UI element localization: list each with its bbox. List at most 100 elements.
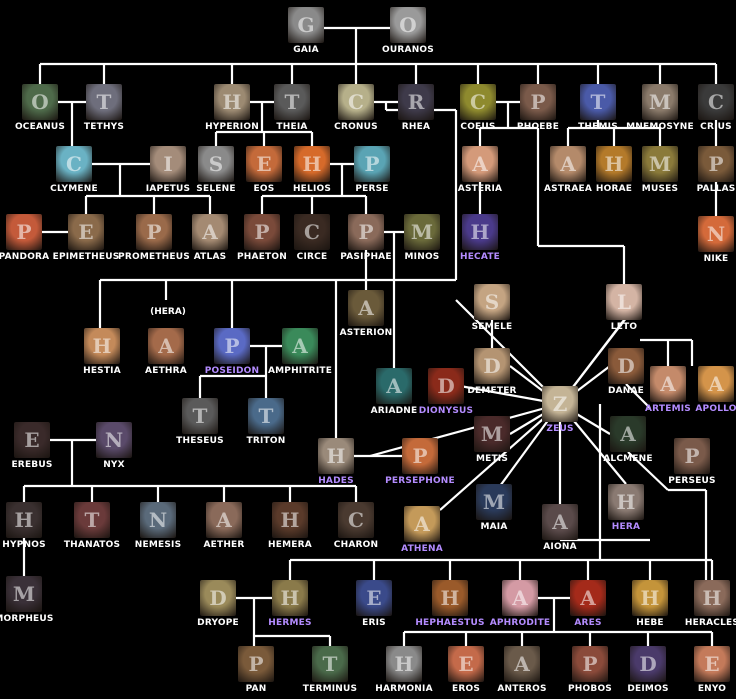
label-hyperion: HYPERION bbox=[205, 122, 259, 132]
label-anteros: ANTEROS bbox=[497, 684, 547, 694]
portrait-eos: E bbox=[246, 146, 282, 182]
portrait-semele: S bbox=[474, 284, 510, 320]
portrait-amphitrite: A bbox=[282, 328, 318, 364]
portrait-initial: P bbox=[530, 90, 546, 114]
portrait-initial: P bbox=[684, 444, 700, 468]
label-coeus: COEUS bbox=[460, 122, 496, 132]
portrait-initial: H bbox=[604, 152, 624, 176]
portrait-hestia: H bbox=[84, 328, 120, 364]
portrait-aiona: A bbox=[542, 504, 578, 540]
portrait-gaia: G bbox=[288, 7, 324, 43]
label-phaeton: PHAETON bbox=[237, 252, 287, 262]
portrait-zeus: Z bbox=[542, 386, 578, 422]
portrait-rhea: R bbox=[398, 84, 434, 120]
label-aethra: AETHRA bbox=[145, 366, 187, 376]
label-hades: HADES bbox=[318, 476, 354, 486]
connector-line bbox=[439, 403, 561, 511]
portrait-initial: D bbox=[639, 652, 657, 676]
portrait-initial: H bbox=[394, 652, 414, 676]
portrait-epimetheus: E bbox=[68, 214, 104, 250]
label-erebus: EREBUS bbox=[11, 460, 53, 470]
label-hestia: HESTIA bbox=[83, 366, 121, 376]
hera-note: (HERA) bbox=[150, 307, 186, 317]
label-themis: THEMIS bbox=[578, 122, 618, 132]
portrait-leto: L bbox=[606, 284, 642, 320]
portrait-heracles: H bbox=[694, 580, 730, 616]
portrait-initial: E bbox=[24, 428, 40, 452]
portrait-iapetus: I bbox=[150, 146, 186, 182]
label-mnemosyne: MNEMOSYNE bbox=[626, 122, 694, 132]
portrait-aether: A bbox=[206, 502, 242, 538]
portrait-helios: H bbox=[294, 146, 330, 182]
portrait-cronus: C bbox=[338, 84, 374, 120]
label-selene: SELENE bbox=[196, 184, 236, 194]
label-phoebe: PHOEBE bbox=[516, 122, 560, 132]
label-helios: HELIOS bbox=[292, 184, 332, 194]
portrait-initial: M bbox=[648, 90, 672, 114]
portrait-initial: P bbox=[364, 152, 380, 176]
portrait-hebe: H bbox=[632, 580, 668, 616]
portrait-initial: M bbox=[410, 220, 434, 244]
portrait-crius: C bbox=[698, 84, 734, 120]
portrait-initial: A bbox=[414, 512, 430, 536]
portrait-initial: A bbox=[358, 296, 374, 320]
portrait-initial: H bbox=[92, 334, 112, 358]
portrait-initial: H bbox=[302, 152, 322, 176]
portrait-initial: E bbox=[704, 652, 720, 676]
portrait-initial: T bbox=[258, 404, 274, 428]
portrait-anteros: A bbox=[504, 646, 540, 682]
label-leto: LETO bbox=[610, 322, 638, 332]
portrait-initial: T bbox=[284, 90, 300, 114]
portrait-initial: T bbox=[96, 90, 112, 114]
portrait-pan: P bbox=[238, 646, 274, 682]
label-theia: THEIA bbox=[276, 122, 308, 132]
portrait-apollo: A bbox=[698, 366, 734, 402]
label-zeus: ZEUS bbox=[546, 424, 574, 434]
portrait-initial: N bbox=[148, 508, 168, 532]
portrait-initial: P bbox=[224, 334, 240, 358]
label-apollo: APOLLO bbox=[695, 404, 736, 414]
portrait-danae: D bbox=[608, 348, 644, 384]
label-dionysus: DIONYSUS bbox=[418, 406, 474, 416]
label-alcmene: ALCMENE bbox=[603, 454, 653, 464]
label-danae: DANAE bbox=[607, 386, 645, 396]
label-aiona: AIONA bbox=[543, 542, 577, 552]
portrait-initial: M bbox=[480, 422, 504, 446]
portrait-initial: A bbox=[660, 372, 676, 396]
label-nyx: NYX bbox=[103, 460, 125, 470]
label-harmonia: HARMONIA bbox=[375, 684, 433, 694]
portrait-dryope: D bbox=[200, 580, 236, 616]
label-metis: METIS bbox=[475, 454, 509, 464]
label-astraea: ASTRAEA bbox=[544, 184, 592, 194]
label-hemera: HEMERA bbox=[268, 540, 312, 550]
portrait-dionysus: D bbox=[428, 368, 464, 404]
portrait-coeus: C bbox=[460, 84, 496, 120]
portrait-harmonia: H bbox=[386, 646, 422, 682]
portrait-initial: H bbox=[640, 586, 660, 610]
label-hermes: HERMES bbox=[268, 618, 312, 628]
portrait-initial: P bbox=[358, 220, 374, 244]
label-asteria: ASTERIA bbox=[457, 184, 503, 194]
portrait-initial: M bbox=[648, 152, 672, 176]
portrait-initial: H bbox=[222, 90, 242, 114]
label-persephone: PERSEPHONE bbox=[385, 476, 455, 486]
portrait-initial: D bbox=[209, 586, 227, 610]
portrait-persephone: P bbox=[402, 438, 438, 474]
portrait-ares: A bbox=[570, 580, 606, 616]
portrait-initial: S bbox=[484, 290, 500, 314]
label-circe: CIRCE bbox=[296, 252, 328, 262]
portrait-initial: T bbox=[84, 508, 100, 532]
portrait-initial: A bbox=[552, 510, 568, 534]
label-morpheus: MORPHEUS bbox=[0, 614, 54, 624]
portrait-initial: P bbox=[16, 220, 32, 244]
portrait-initial: C bbox=[66, 152, 82, 176]
portrait-hemera: H bbox=[272, 502, 308, 538]
portrait-initial: H bbox=[616, 490, 636, 514]
label-hecate: HECATE bbox=[459, 252, 501, 262]
portrait-initial: P bbox=[248, 652, 264, 676]
label-eros: EROS bbox=[451, 684, 481, 694]
portrait-terminus: T bbox=[312, 646, 348, 682]
portrait-pandora: P bbox=[6, 214, 42, 250]
portrait-artemis: A bbox=[650, 366, 686, 402]
